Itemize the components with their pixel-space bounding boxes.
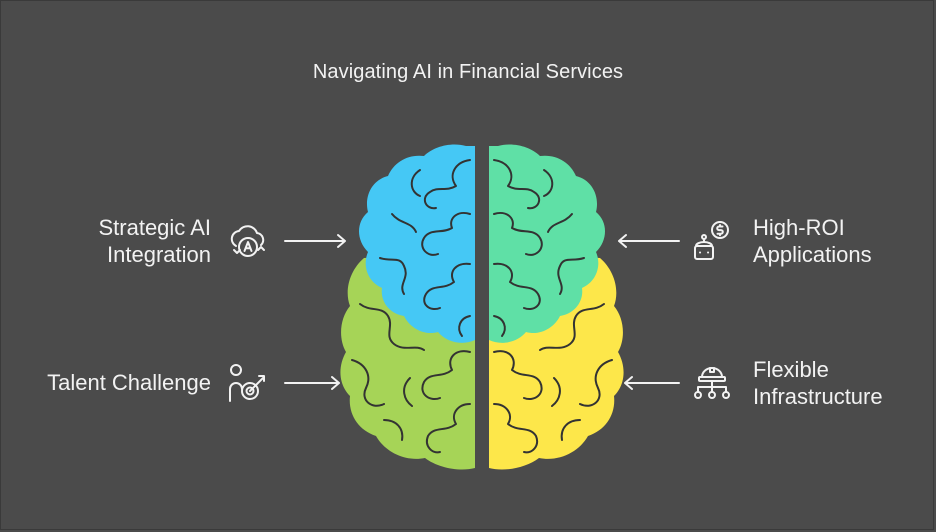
network-hardhat-icon (690, 360, 734, 404)
label-flexible-infrastructure: Flexible Infrastructure (753, 356, 883, 410)
label-strategic-ai-integration: Strategic AI Integration (98, 214, 211, 268)
label-talent-challenge: Talent Challenge (47, 369, 211, 396)
arrow-right (284, 233, 348, 249)
person-target-icon (226, 361, 270, 405)
arrow-left (622, 375, 680, 391)
label-line: Infrastructure (753, 384, 883, 409)
label-line: Integration (107, 242, 211, 267)
arrow-right (284, 375, 342, 391)
label-high-roi-applications: High-ROI Applications (753, 214, 872, 268)
label-line: Strategic AI (98, 215, 211, 240)
label-line: Flexible (753, 357, 829, 382)
diagram-title: Navigating AI in Financial Services (312, 61, 624, 83)
label-line: Talent Challenge (47, 370, 211, 395)
label-line: Applications (753, 242, 872, 267)
arrow-left (616, 233, 680, 249)
robot-dollar-icon (690, 220, 734, 264)
ai-cycle-icon (226, 220, 270, 264)
label-line: High-ROI (753, 215, 845, 240)
